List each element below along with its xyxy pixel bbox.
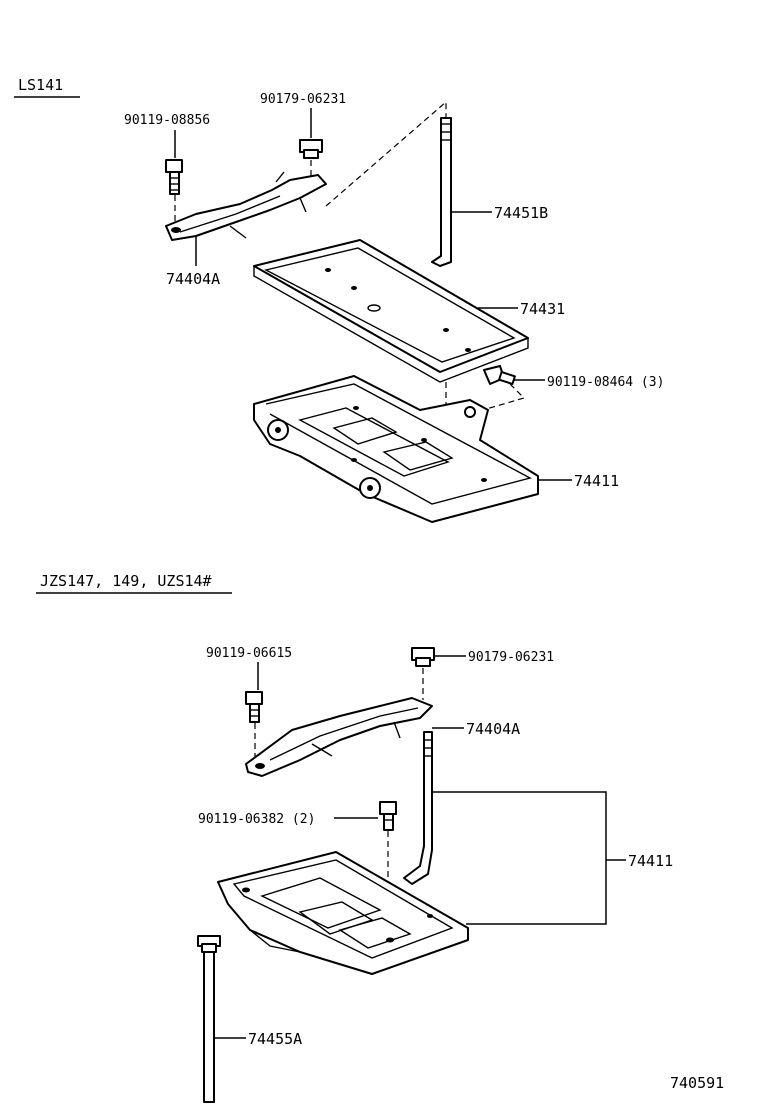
callout-nut-90179-06231: 90179-06231 (260, 92, 346, 107)
bracket-leader (432, 791, 607, 925)
section-heading-ls141: LS141 (18, 76, 63, 94)
carrier-part-74411 (253, 375, 539, 523)
callout-tray-pad-74431: 74431 (520, 300, 565, 318)
section-heading-jzs147: JZS147, 149, UZS14# (40, 572, 212, 590)
dashed-guide (325, 100, 447, 207)
clamp-part-74404a (165, 171, 327, 241)
nut-part-90179-06231 (299, 139, 323, 190)
hold-down-rod-part (403, 731, 433, 885)
callout-carrier-74411: 74411 (574, 472, 619, 490)
callout-bolt-90119-08464: 90119-08464 (3) (547, 375, 664, 390)
section-ls141: LS141 90119-08856 90179-06231 (14, 76, 664, 523)
callout-clamp-74404a: 74404A (166, 270, 220, 288)
callout-rod-74455a: 74455A (248, 1030, 302, 1048)
callout-carrier-74411-b: 74411 (628, 852, 673, 870)
callout-bolt-90119-06615: 90119-06615 (206, 646, 292, 661)
clamp-part-74404a-b (245, 697, 433, 777)
nut-part-90179-06231-b (411, 647, 435, 700)
rod-part-74451b (431, 117, 452, 267)
callout-bolt-90119-06382: 90119-06382 (2) (198, 812, 315, 827)
callout-rod-74451b: 74451B (494, 204, 548, 222)
tray-pad-part-74431 (253, 239, 529, 383)
section-jzs147: JZS147, 149, UZS14# 90119-06615 90179-06… (36, 572, 673, 1103)
callout-bolt-90119-08856: 90119-08856 (124, 113, 210, 128)
callout-nut-90179-06231-b: 90179-06231 (468, 650, 554, 665)
callout-clamp-74404a-b: 74404A (466, 720, 520, 738)
figure-number: 740591 (670, 1074, 724, 1092)
bolt-part-90119-08464 (475, 365, 526, 413)
carrier-part-74411-b (217, 851, 469, 975)
bolt-part-90119-08856 (165, 159, 183, 222)
rod-part-74455a (197, 935, 221, 1103)
